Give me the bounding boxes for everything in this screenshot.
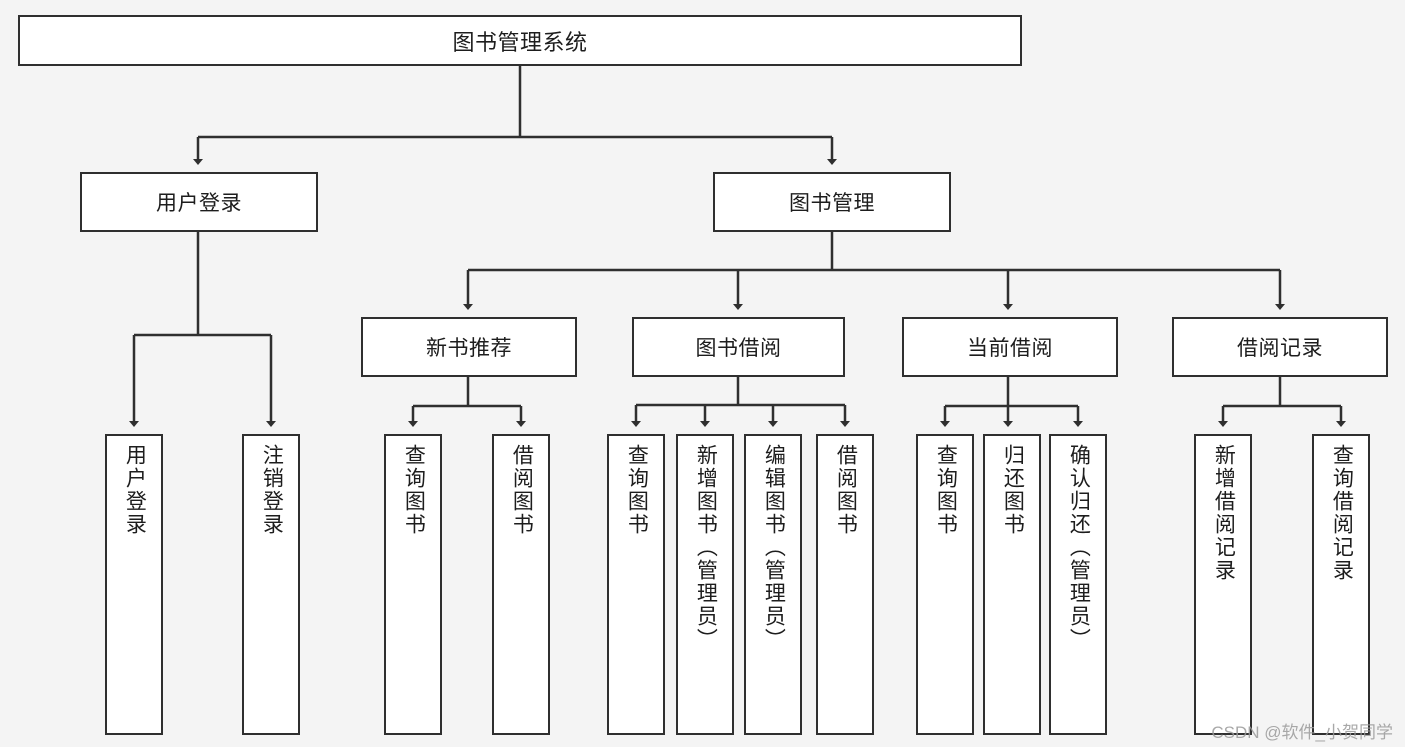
node-label: 注销登录	[260, 444, 284, 536]
node-label: 借阅记录	[1237, 337, 1323, 360]
node-label: 当前借阅	[967, 337, 1053, 360]
node-label: 用户登录	[156, 192, 242, 215]
node-label: 查询图书	[402, 444, 426, 536]
node-label: 借阅图书	[834, 444, 858, 536]
watermark: CSDN @软件_小贺同学	[1211, 723, 1393, 742]
node-label: 查询借阅记录	[1330, 444, 1354, 582]
node-label: 新增图书（管理员）	[694, 444, 718, 651]
node-label: 用户登录	[123, 444, 147, 536]
node-label: 图书借阅	[695, 337, 782, 360]
leaf-edit-book-admin[interactable]: 编辑图书（管理员）	[744, 434, 802, 735]
node-label: 新增借阅记录	[1212, 444, 1236, 582]
node-label: 确认归还（管理员）	[1067, 444, 1091, 651]
node-book-borrow[interactable]: 图书借阅	[632, 317, 845, 377]
node-label: 图书管理系统	[452, 29, 588, 55]
leaf-logout[interactable]: 注销登录	[242, 434, 300, 735]
node-label: 图书管理	[789, 192, 875, 215]
leaf-add-book-admin[interactable]: 新增图书（管理员）	[676, 434, 734, 735]
node-label: 新书推荐	[426, 337, 512, 360]
node-new-book-recommend[interactable]: 新书推荐	[361, 317, 577, 377]
node-user-login[interactable]: 用户登录	[80, 172, 318, 232]
node-label: 编辑图书（管理员）	[762, 444, 786, 651]
leaf-borrow-book-recommend[interactable]: 借阅图书	[492, 434, 550, 735]
leaf-borrow-book[interactable]: 借阅图书	[816, 434, 874, 735]
node-book-management-system[interactable]: 图书管理系统	[18, 15, 1022, 66]
node-label: 借阅图书	[510, 444, 534, 536]
leaf-return-book[interactable]: 归还图书	[983, 434, 1041, 735]
leaf-query-book-recommend[interactable]: 查询图书	[384, 434, 442, 735]
leaf-query-book-current[interactable]: 查询图书	[916, 434, 974, 735]
node-label: 查询图书	[625, 444, 649, 536]
leaf-query-book-borrow[interactable]: 查询图书	[607, 434, 665, 735]
node-label: 查询图书	[934, 444, 958, 536]
node-borrow-record[interactable]: 借阅记录	[1172, 317, 1388, 377]
leaf-user-login[interactable]: 用户登录	[105, 434, 163, 735]
node-label: 归还图书	[1001, 444, 1025, 536]
node-book-management[interactable]: 图书管理	[713, 172, 951, 232]
leaf-confirm-return-admin[interactable]: 确认归还（管理员）	[1049, 434, 1107, 735]
node-current-borrow[interactable]: 当前借阅	[902, 317, 1118, 377]
leaf-query-borrow-record[interactable]: 查询借阅记录	[1312, 434, 1370, 735]
leaf-add-borrow-record[interactable]: 新增借阅记录	[1194, 434, 1252, 735]
